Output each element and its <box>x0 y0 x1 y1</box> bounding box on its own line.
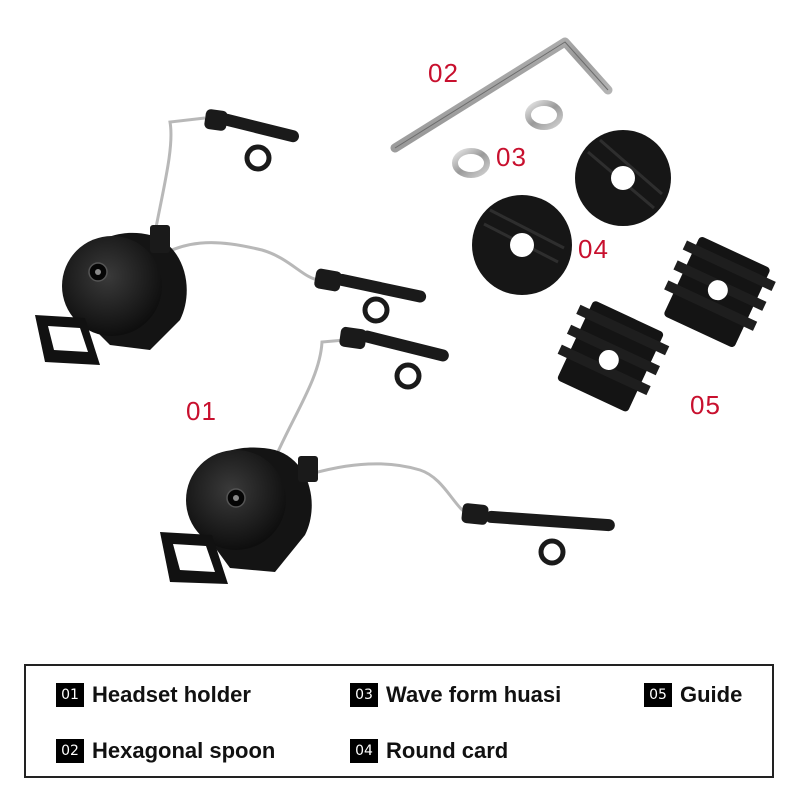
callout-02: 02 <box>428 58 459 88</box>
legend-label: Guide <box>680 682 743 707</box>
legend-label: Wave form huasi <box>386 682 562 707</box>
legend-label: Hexagonal spoon <box>92 738 276 763</box>
legend-label: Headset holder <box>92 682 251 707</box>
legend-box: 01 Headset holder 02 Hexagonal spoon 03 … <box>24 664 774 778</box>
legend-item-hexagonal-spoon: 02 Hexagonal spoon <box>56 738 275 764</box>
legend-item-headset-holder: 01 Headset holder <box>56 682 251 708</box>
legend-number-badge: 02 <box>56 739 84 763</box>
callout-05: 05 <box>690 390 721 420</box>
legend-number-badge: 04 <box>350 739 378 763</box>
legend-number-badge: 05 <box>644 683 672 707</box>
callout-03: 03 <box>496 142 527 172</box>
legend-label: Round card <box>386 738 509 763</box>
headset-holder-lower <box>160 326 615 584</box>
legend-item-wave-form-huasi: 03 Wave form huasi <box>350 682 561 708</box>
guides <box>557 236 776 412</box>
callout-04: 04 <box>578 234 609 264</box>
legend-number-badge: 03 <box>350 683 378 707</box>
headset-holder-upper <box>35 109 427 365</box>
round-cards <box>472 130 671 295</box>
legend-item-round-card: 04 Round card <box>350 738 508 764</box>
wave-form-washers <box>452 100 563 178</box>
callout-01: 01 <box>186 396 217 426</box>
product-photo <box>35 37 776 584</box>
hexagonal-spoon <box>390 37 613 153</box>
legend-item-guide: 05 Guide <box>644 682 742 708</box>
legend-number-badge: 01 <box>56 683 84 707</box>
